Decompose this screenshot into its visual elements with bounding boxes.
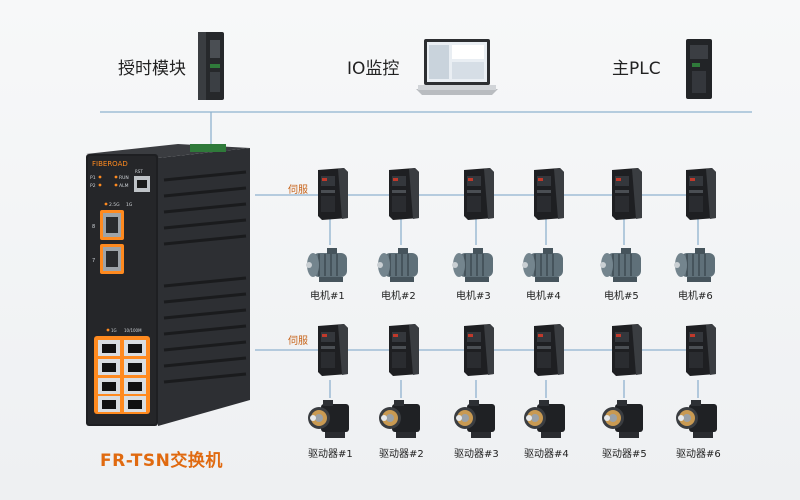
motor-label: 电机#4 (526, 291, 561, 302)
switch-brand: FIBEROAD (92, 160, 128, 168)
driver-label: 驱动器#6 (676, 449, 721, 460)
servo-drive-icon (686, 324, 716, 376)
servo-motor-driver-icon (308, 400, 349, 438)
driver-label: 驱动器#3 (454, 449, 499, 460)
motor-icon (674, 248, 715, 282)
servo-drive-icon (318, 324, 348, 376)
servo-motor-driver-icon (454, 400, 495, 438)
servo-motor-driver-icon (676, 400, 717, 438)
servo-motor-driver-icon (602, 400, 643, 438)
rj45-label-1: 1G (111, 328, 117, 333)
time-module-device (198, 32, 224, 100)
driver-label: 驱动器#4 (524, 449, 569, 460)
port-7-label: 7 (92, 258, 95, 264)
led-p2-label: P2 (90, 183, 96, 189)
motor-icon (600, 248, 641, 282)
main-plc-label: 主PLC (612, 59, 661, 79)
led-alm-label: ALM (119, 183, 129, 189)
servo-drive-icon (612, 168, 642, 220)
rj45-label-2: 10/100M (124, 328, 142, 333)
motor-icon (452, 248, 493, 282)
time-module-label: 授时模块 (118, 59, 186, 79)
motor-label: 电机#6 (678, 291, 713, 302)
motor-icon (306, 248, 347, 282)
servo-drive-icon (318, 168, 348, 220)
motor-label: 电机#5 (604, 291, 639, 302)
laptop-icon (416, 39, 498, 95)
driver-label: 驱动器#2 (379, 449, 424, 460)
motor-label: 电机#2 (381, 291, 416, 302)
led-run-label: RUN (119, 175, 129, 181)
servo-motor-driver-icon (379, 400, 420, 438)
servo-group-label-2: 伺服 (288, 336, 308, 347)
servo-drive-icon (389, 324, 419, 376)
motor-icon (522, 248, 563, 282)
plc-device (686, 39, 712, 99)
servo-drive-icon (612, 324, 642, 376)
servo-drive-icon (464, 324, 494, 376)
motor-label: 电机#1 (310, 291, 345, 302)
driver-label: 驱动器#1 (308, 449, 353, 460)
led-rst-label: RST (135, 169, 143, 174)
servo-group-label-1: 伺服 (288, 185, 308, 196)
motor-icon (377, 248, 418, 282)
io-monitor-label: IO监控 (347, 59, 400, 79)
servo-drive-icon (534, 168, 564, 220)
port-speed-label: 2.5G (109, 202, 120, 208)
servo-motor-driver-icon (524, 400, 565, 438)
servo-drive-icon (534, 324, 564, 376)
motor-label: 电机#3 (456, 291, 491, 302)
port-8-label: 8 (92, 224, 95, 230)
servo-drive-icon (464, 168, 494, 220)
driver-label: 驱动器#5 (602, 449, 647, 460)
servo-drive-icon (389, 168, 419, 220)
switch-model-title: FR-TSN交换机 (100, 451, 223, 471)
servo-drive-icon (686, 168, 716, 220)
tsn-switch-device: FIBEROAD P1 RUN P2 ALM RST 2.5G 1G 8 7 1… (86, 144, 250, 426)
led-p1-label: P1 (90, 175, 96, 181)
port-speed-label-2: 1G (126, 202, 133, 208)
